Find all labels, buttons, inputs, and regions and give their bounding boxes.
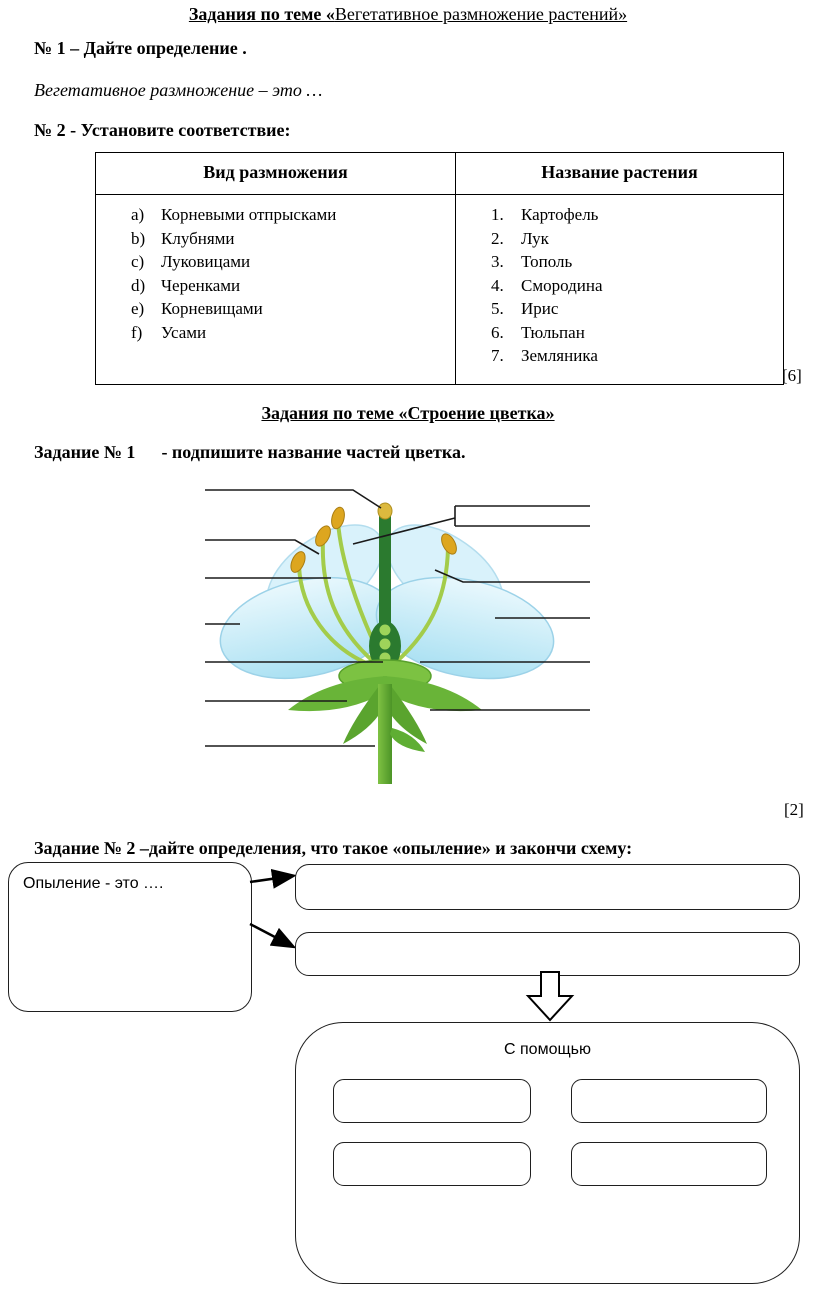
list-item: 5.Ирис [491, 299, 559, 318]
section2-title: Задания по теме «Строение цветка» [261, 403, 555, 423]
with-help-label: С помощью [504, 1041, 591, 1058]
matching-table: Вид размножения Название растения a)Корн… [95, 152, 784, 385]
list-item: 2.Лук [491, 228, 549, 248]
stem [378, 684, 392, 784]
list-item: 6.Тюльпан [491, 322, 585, 342]
section1-title-prefix: Задания по теме « [188, 4, 335, 24]
list-item: 1.Картофель [491, 205, 599, 224]
answer-box-1[interactable] [295, 864, 800, 910]
section2-task2-heading: Задание № 2 –дайте определения, что тако… [34, 838, 633, 858]
list-item: 7.Земляника [491, 346, 598, 365]
arrow-to-box2 [249, 922, 297, 949]
task1-answer-prompt: Вегетативное размножение – это … [34, 80, 323, 100]
pistil [379, 511, 391, 633]
diagram-label-lines [205, 489, 590, 747]
list-item: 4.Смородина [491, 275, 603, 295]
stigma [377, 502, 393, 520]
down-block-arrow-icon [525, 971, 575, 1022]
arrow-to-box1 [249, 868, 297, 889]
help-answer-slot-4[interactable] [571, 1142, 767, 1186]
scheme-arrows [249, 868, 297, 949]
matching-table-left-cell: a)Корневыми отпрысками b)Клубнями c)Луко… [95, 194, 456, 385]
section1-title-main: Вегетативное размножение растений» [334, 4, 628, 24]
help-answer-slot-2[interactable] [571, 1079, 767, 1123]
flower-illustration [219, 502, 555, 784]
pollination-definition-box[interactable]: Опыление - это …. [8, 862, 252, 1012]
list-item: d)Черенками [131, 275, 241, 295]
list-item: e)Корневищами [131, 299, 263, 318]
help-answer-slot-3[interactable] [333, 1142, 531, 1186]
section1-title: Задания по теме «Вегетативное размножени… [0, 4, 816, 25]
flower-structure-diagram [205, 489, 590, 784]
matching-table-header-right: Название растения [455, 152, 784, 195]
section2-task1-heading: Задание № 1 - подпишите название частей ц… [34, 442, 465, 463]
task2-heading: № 2 - Установите соответствие: [34, 120, 291, 140]
list-item: f)Усами [131, 322, 207, 342]
answer-box-2[interactable] [295, 932, 800, 976]
matching-table-header-left: Вид размножения [95, 152, 456, 195]
section2-score: [2] [784, 800, 804, 819]
section1-score: [6] [782, 366, 802, 385]
list-item: b)Клубнями [131, 228, 235, 248]
sepals [288, 676, 482, 744]
list-item: c)Луковицами [131, 252, 251, 271]
with-help-box: С помощью [295, 1022, 800, 1284]
list-item: a)Корневыми отпрысками [131, 205, 337, 224]
pollination-definition-text: Опыление - это …. [23, 875, 164, 892]
help-answer-slot-1[interactable] [333, 1079, 531, 1123]
list-item: 3.Тополь [491, 252, 573, 271]
section2-task1-number: Задание № 1 [34, 442, 136, 462]
anthers [290, 506, 457, 573]
matching-table-right-cell: 1.Картофель 2.Лук 3.Тополь 4.Смородина 5… [455, 194, 784, 385]
task1-heading: № 1 – Дайте определение . [34, 38, 247, 58]
section2-task1-text: - подпишите название частей цветка. [161, 442, 466, 462]
